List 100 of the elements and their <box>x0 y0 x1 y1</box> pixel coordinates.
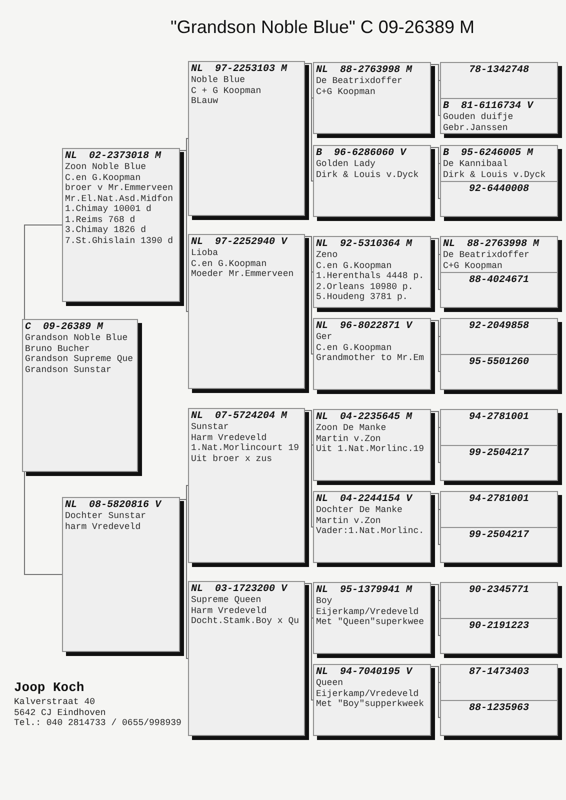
ring-number: 87-1473403 <box>468 667 529 678</box>
country-code: NL <box>191 64 204 75</box>
pedigree-note: Golden Lady <box>316 159 376 170</box>
pedigree-note: 7.St.Ghislain 1390 d <box>65 236 174 246</box>
ring-number: 04-2235645 M <box>340 412 412 423</box>
pedigree-note: De Beatrixdoffer <box>316 76 402 86</box>
ring-number: 99-2504217 <box>468 448 529 459</box>
pedigree-note: Dochter De Manke <box>316 505 402 516</box>
ring-number: 95-5501260 <box>468 357 529 368</box>
country-code: NL <box>316 239 328 250</box>
ring-number: 81-6116734 V <box>461 101 534 112</box>
pedigree-note: Zoon Noble Blue <box>65 162 146 172</box>
card-section <box>441 98 557 133</box>
pedigree-note: Martin v.Zon <box>316 434 381 444</box>
pedigree-note: C.en G.Koopman <box>316 260 392 271</box>
ring-number: 04-2244154 V <box>340 494 412 505</box>
ring-number: 90-2345771 <box>468 585 529 596</box>
pedigree-note: Dirk & Louis v.Dyck <box>316 170 419 180</box>
pedigree-note: 5.Houdeng 3781 p. <box>316 292 408 302</box>
pedigree-note: 1.Reims 768 d <box>65 214 136 225</box>
pedigree-note: Eijerkamp/Vredeveld <box>316 688 419 699</box>
pedigree-note: Mr.El.Nat.Asd.Midfon <box>65 194 174 204</box>
pedigree-note: Harm Vredeveld <box>191 606 267 616</box>
pedigree-note: Bruno Bucher <box>25 344 90 354</box>
ring-number: 90-2191223 <box>468 621 529 632</box>
country-code: NL <box>316 65 328 76</box>
pedigree-note: Gouden duifje <box>443 112 514 122</box>
pedigree-note: Grandson Sunstar <box>25 364 112 375</box>
pedigree-note: Uit 1.Nat.Morlinc.19 <box>316 444 424 454</box>
pedigree-note: harm Vredeveld <box>65 522 141 532</box>
ring-number: 78-1342748 <box>468 65 529 76</box>
ring-number: 99-2504217 <box>468 530 529 541</box>
pedigree-note: Noble Blue <box>191 75 246 86</box>
ring-number: 96-8022871 V <box>340 321 412 332</box>
pedigree-note: De Beatrixdoffer <box>443 250 530 260</box>
country-code: B <box>443 101 450 112</box>
pedigree-note: De Kannibaal <box>443 159 508 170</box>
pedigree-note: Martin v.Zon <box>316 516 381 526</box>
ring-number: 88-2763998 M <box>467 239 540 250</box>
pedigree-note: Grandson Noble Blue <box>25 333 128 344</box>
pedigree-note: Ger <box>316 332 332 342</box>
pedigree-note: Moeder Mr.Emmerveen <box>191 269 294 280</box>
pedigree-note: C.en G.Koopman <box>316 342 392 353</box>
pedigree-note: 1.Herenthals 4448 p. <box>316 271 424 282</box>
ring-number: 88-2763998 M <box>340 65 412 76</box>
pedigree-note: 2.Orleans 10980 p. <box>316 282 414 292</box>
pedigree-note: Sunstar <box>191 422 229 432</box>
country-code: B <box>443 148 450 159</box>
chart-title: "Grandson Noble Blue" C 09-26389 M <box>170 16 474 38</box>
country-code: NL <box>191 411 204 422</box>
ring-number: 92-2049858 <box>468 321 529 332</box>
country-code: NL <box>443 239 456 250</box>
address-line: 5642 CJ Eindhoven <box>14 708 106 718</box>
pedigree-note: C + G Koopman <box>191 86 262 96</box>
pedigree-note: Harm Vredeveld <box>191 432 267 443</box>
ring-number: 95-6246005 M <box>461 148 534 159</box>
ring-number: 03-1723200 V <box>215 584 288 595</box>
pedigree-note: BLauw <box>191 96 218 106</box>
pedigree-note: Vader:1.Nat.Morlinc. <box>316 526 424 536</box>
pedigree-note: Boy <box>316 596 332 606</box>
pedigree-connector <box>24 224 62 320</box>
pedigree-note: Queen <box>316 678 344 688</box>
pedigree-note: C.en G.Koopman <box>65 172 141 183</box>
ring-number: 88-4024671 <box>468 275 529 286</box>
pedigree-note: broer v Mr.Emmerveen <box>65 183 174 194</box>
pedigree-note: Zoon De Manke <box>316 423 386 434</box>
pedigree-note: 1.Chimay 10001 d <box>65 204 152 214</box>
pedigree-note: Met "Boy"supperkweek <box>316 699 424 710</box>
ring-number: 94-2781001 <box>468 494 529 505</box>
country-code: NL <box>316 585 328 596</box>
ring-number: 02-2373018 M <box>89 151 162 162</box>
ring-number: 96-6286060 V <box>334 148 406 159</box>
country-code: NL <box>191 237 204 248</box>
pedigree-note: Grandmother to Mr.Em <box>316 353 424 364</box>
pedigree-note: C.en G.Koopman <box>191 258 267 269</box>
pedigree-note: Supreme Queen <box>191 595 262 606</box>
pedigree-note: Gebr.Janssen <box>443 122 508 133</box>
ring-number: 97-2252940 V <box>215 237 288 248</box>
country-code: NL <box>316 412 328 423</box>
country-code: C <box>25 322 32 333</box>
ring-number: 09-26389 M <box>43 322 104 333</box>
pedigree-note: Met "Queen"superkwee <box>316 617 424 628</box>
ring-number: 92-5310364 M <box>340 239 412 250</box>
pedigree-note: Zeno <box>316 250 338 260</box>
country-code: B <box>316 148 322 159</box>
pedigree-connector <box>24 472 62 575</box>
ring-number: 94-7040195 V <box>340 667 412 678</box>
pedigree-note: Uit broer x zus <box>191 454 272 464</box>
ring-number: 97-2253103 M <box>215 64 288 75</box>
pedigree-note: Docht.Stamk.Boy x Qu <box>191 616 300 626</box>
pedigree-note: Eijerkamp/Vredeveld <box>316 606 419 617</box>
country-code: NL <box>191 584 204 595</box>
address-line: Kalverstraat 40 <box>14 697 96 708</box>
country-code: NL <box>316 667 328 678</box>
phone-line: Tel.: 040 2814733 / 0655/998939 <box>14 718 182 728</box>
country-code: NL <box>316 494 328 505</box>
pedigree-note: Dirk & Louis v.Dyck <box>443 170 546 180</box>
pedigree-note: 1.Nat.Morlincourt 19 <box>191 443 300 454</box>
country-code: NL <box>65 151 78 162</box>
pedigree-note: C+G Koopman <box>316 86 376 97</box>
